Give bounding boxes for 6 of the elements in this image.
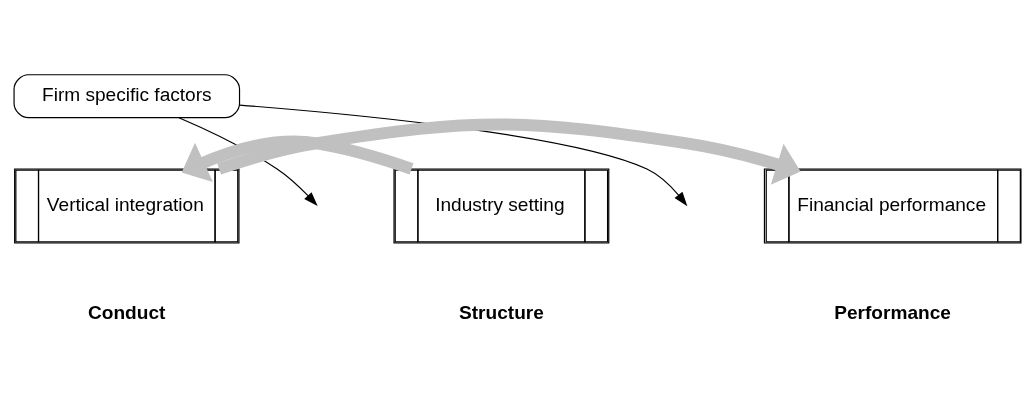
node-label: Structure [459,302,544,324]
node-label: Performance [834,302,951,324]
arrow [181,135,414,182]
node-label: Conduct [88,302,166,324]
node-box: Firm specific factors [13,74,241,119]
arrow [217,118,801,185]
